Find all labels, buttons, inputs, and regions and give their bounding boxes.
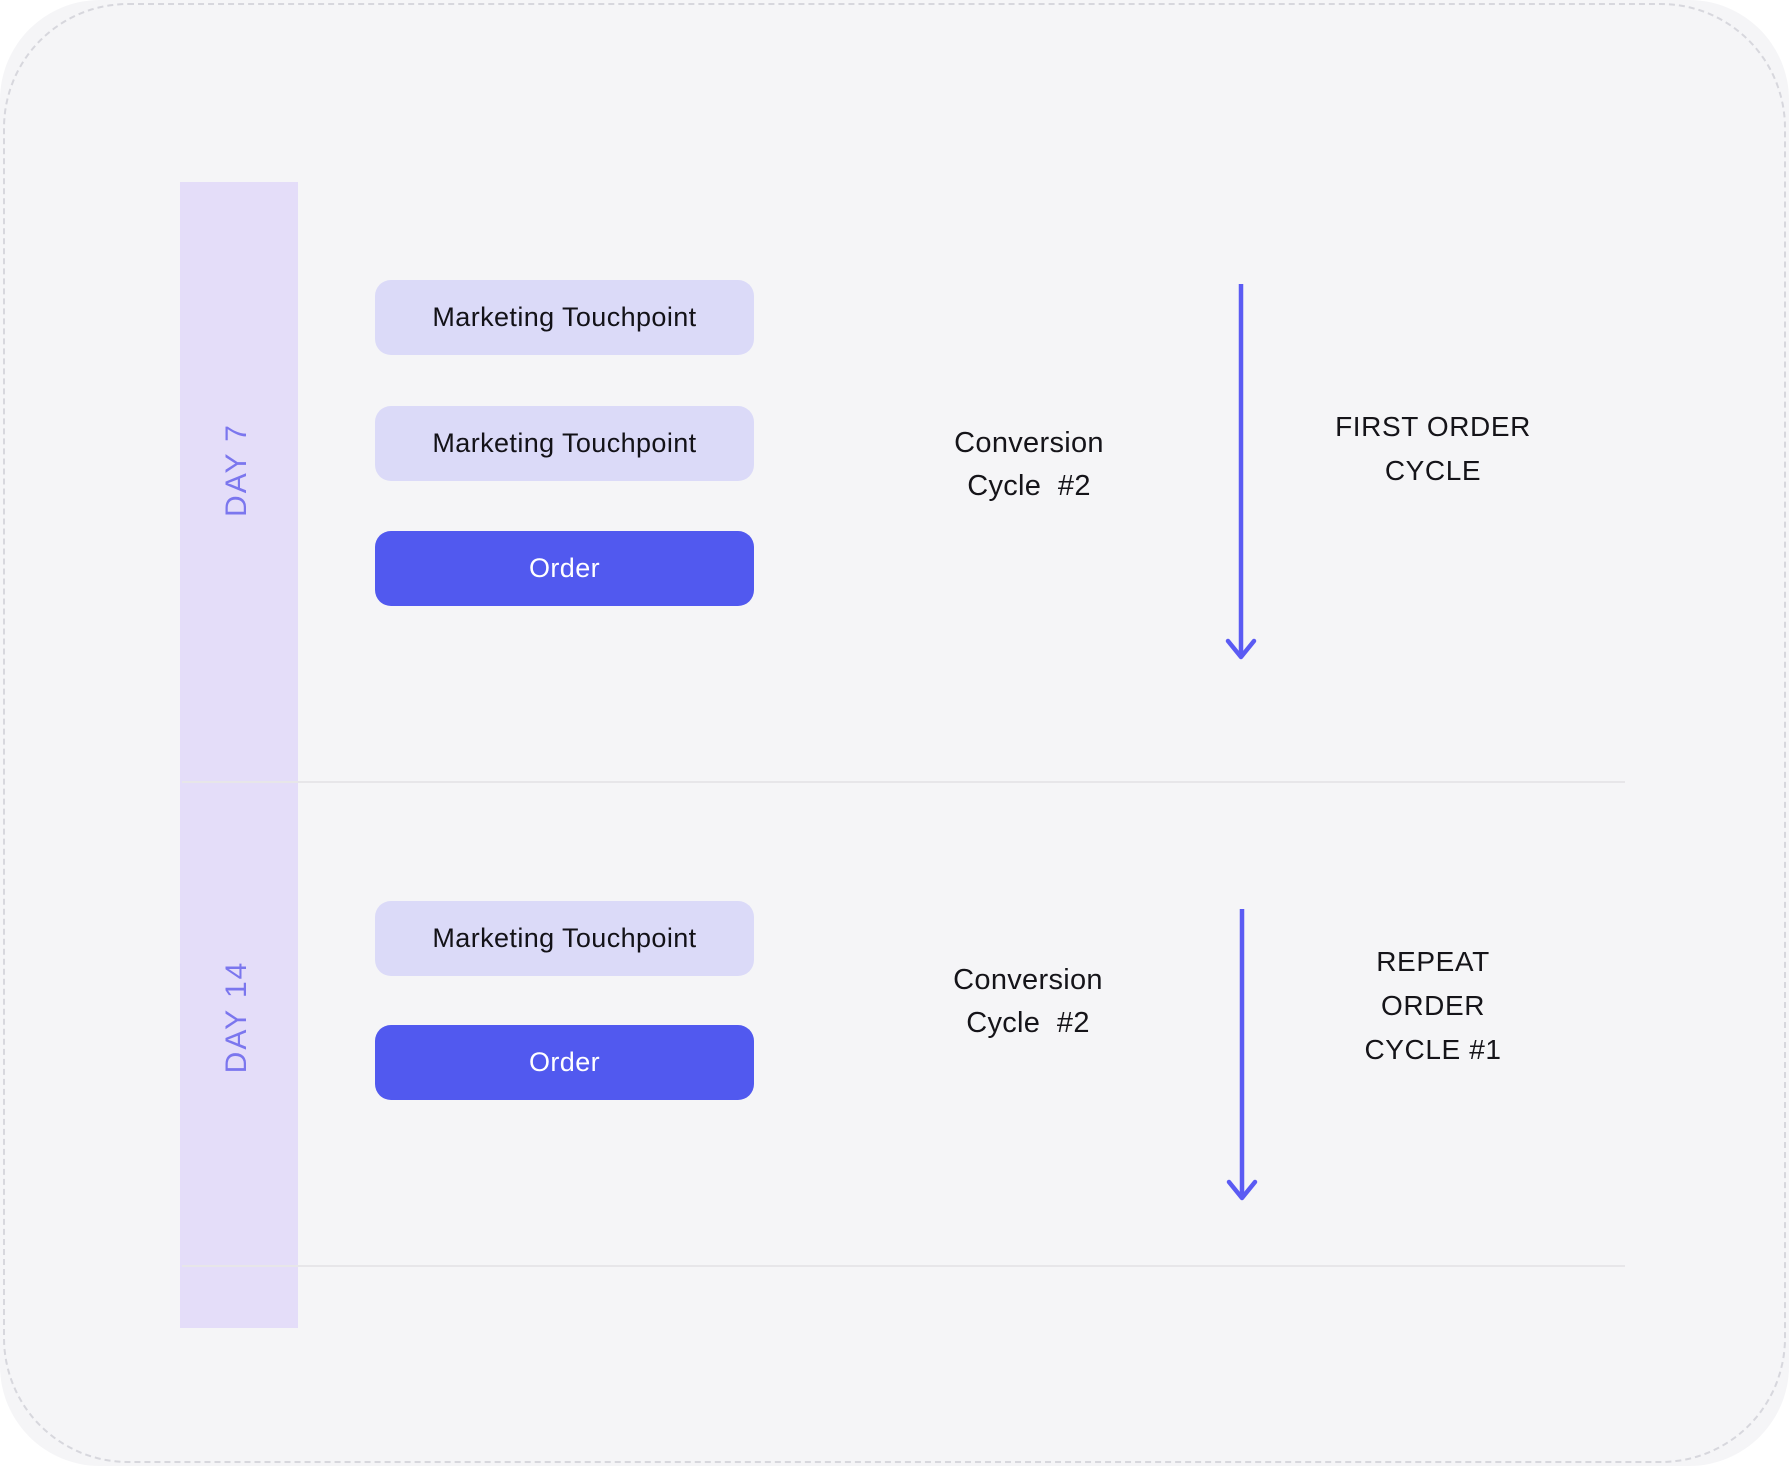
day-timeline-column xyxy=(180,182,298,1328)
conversion-cycle-label: Conversion Cycle #2 xyxy=(953,959,1103,1045)
marketing-touchpoint-pill: Marketing Touchpoint xyxy=(375,901,754,976)
conversion-cycle-label: Conversion Cycle #2 xyxy=(954,422,1104,508)
conversion-cycle-line: Cycle #2 xyxy=(967,470,1091,502)
day-14-label: DAY 14 xyxy=(220,960,253,1074)
section-divider-2 xyxy=(182,1265,1625,1267)
marketing-touchpoint-pill: Marketing Touchpoint xyxy=(375,280,754,355)
first-order-cycle-label: FIRST ORDER CYCLE xyxy=(1335,405,1531,493)
conversion-cycle-line: Conversion xyxy=(953,964,1103,996)
repeat-order-cycle-label: REPEAT ORDER CYCLE #1 xyxy=(1364,940,1501,1072)
conversion-cycle-line: Cycle #2 xyxy=(966,1007,1090,1039)
day-7-label: DAY 7 xyxy=(220,423,253,517)
phase-label-line: CYCLE xyxy=(1384,455,1482,486)
conversion-cycle-line: Conversion xyxy=(954,427,1104,459)
phase-label-line: REPEAT xyxy=(1376,946,1490,977)
order-button: Order xyxy=(375,531,754,606)
marketing-touchpoint-pill: Marketing Touchpoint xyxy=(375,406,754,481)
section-divider-1 xyxy=(182,781,1625,783)
down-arrow-icon xyxy=(1226,909,1258,1201)
phase-label-line: FIRST ORDER xyxy=(1335,411,1531,442)
phase-label-line: CYCLE #1 xyxy=(1364,1034,1502,1065)
order-button: Order xyxy=(375,1025,754,1100)
phase-label-line: ORDER xyxy=(1380,990,1486,1021)
down-arrow-icon xyxy=(1225,284,1257,660)
